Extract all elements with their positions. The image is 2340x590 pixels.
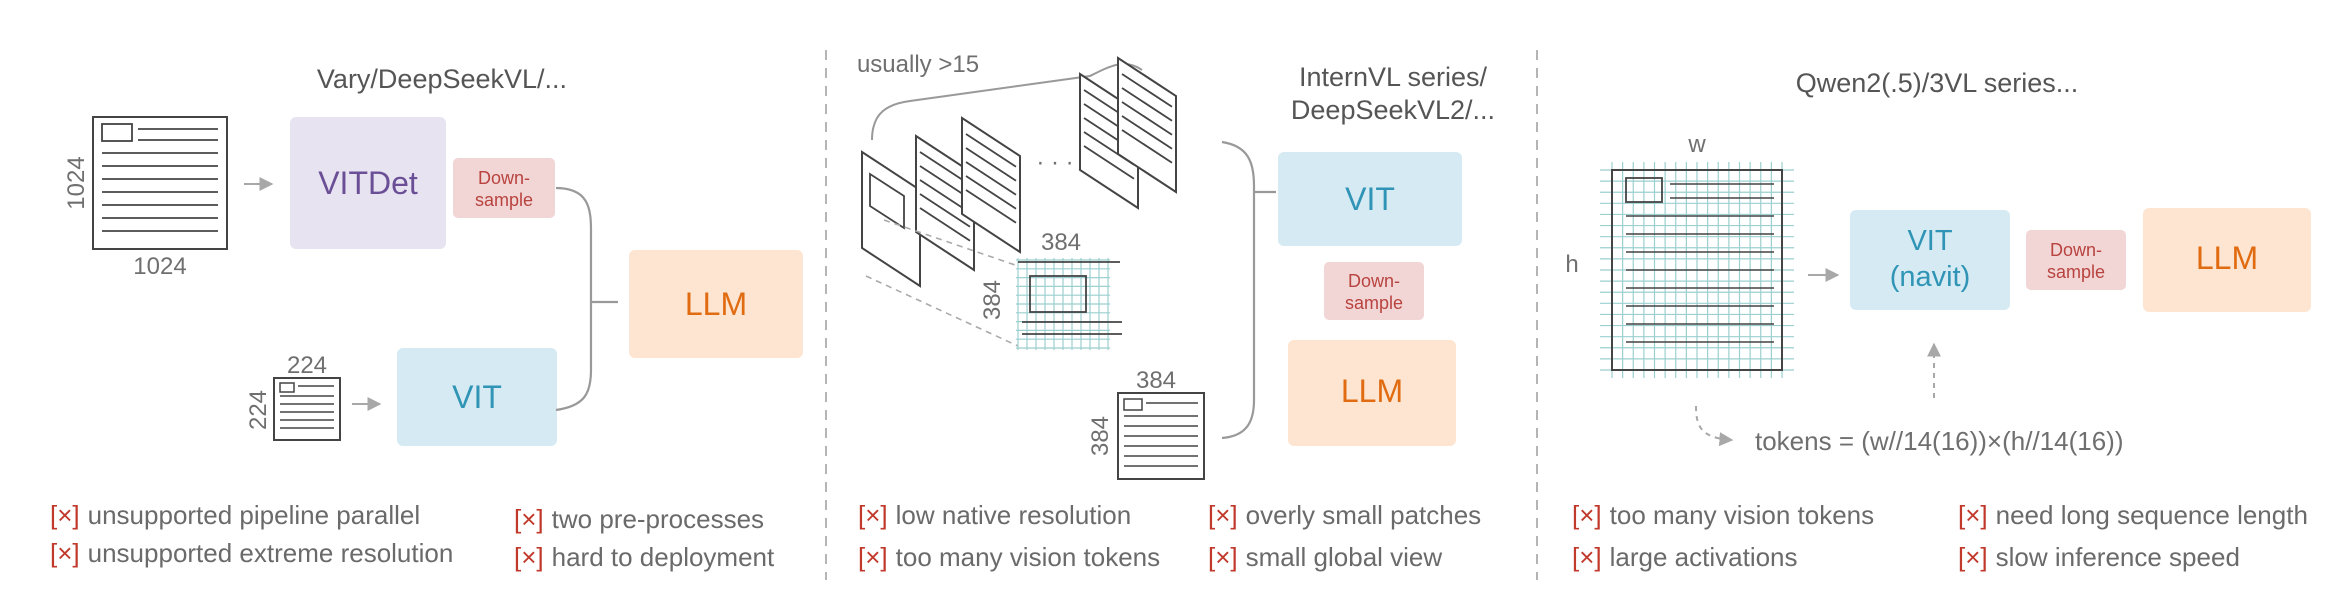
grid-height-label: h [1565, 251, 1578, 278]
issue-p2-l2: [×]too many vision tokens [858, 542, 1160, 572]
vit-navit-label-b: (navit) [1890, 261, 1971, 293]
tile-text-line [1083, 145, 1135, 180]
tile-text-line [965, 189, 1017, 224]
zoomed-tile-grid [1016, 258, 1122, 350]
doc-width-label-2: 384 [1136, 367, 1176, 394]
merge-brace-2 [1221, 140, 1256, 440]
tiles-ellipsis: · · · [1036, 149, 1073, 176]
vitdet-box [290, 117, 446, 249]
tokens-formula: tokens = (w//14(16))×(h//14(16)) [1755, 426, 2124, 456]
downsample-label-2b: sample [1345, 293, 1403, 313]
vit-navit-label-a: VIT [1907, 225, 1952, 257]
issue-p3-l1: [×]too many vision tokens [1572, 500, 1874, 530]
issue-p2-r1: [×]overly small patches [1208, 500, 1481, 530]
doc-large-height-label: 1024 [63, 156, 90, 209]
downsample-label-3b: sample [2047, 262, 2105, 282]
tile-text-line [965, 147, 1017, 182]
tile-3 [961, 116, 1021, 254]
llm-label-3: LLM [2196, 240, 2258, 276]
llm-label-2: LLM [1341, 373, 1403, 409]
vitdet-label: VITDet [318, 165, 418, 201]
tile-outline [1117, 56, 1177, 194]
vit-label-1: VIT [452, 379, 502, 415]
navit-doc-outline [1611, 169, 1783, 371]
tile-text-line [965, 161, 1017, 196]
panel-qwen-series: Qwen2(.5)/3VL series... w h VIT (navit) … [1565, 68, 2311, 572]
issue-p1-l2: [×]unsupported extreme resolution [50, 538, 453, 568]
doc-small-width-label: 224 [287, 352, 327, 379]
vit-navit-box [1850, 210, 2010, 310]
vit-box-2 [1278, 152, 1462, 246]
downsample-label-3a: Down- [2050, 240, 2102, 260]
tile-text-line [1121, 73, 1173, 108]
doc-small-height-label: 224 [245, 390, 272, 430]
llm-box-2 [1288, 340, 1456, 446]
tile-width-label: 384 [1041, 229, 1081, 256]
downsample-box-1 [453, 158, 555, 218]
tile-1 [861, 150, 921, 288]
zoom-image-block [1029, 275, 1087, 313]
panel3-title: Qwen2(.5)/3VL series... [1796, 68, 2079, 98]
doc-large-width-label: 1024 [133, 253, 186, 280]
vit-box-1 [397, 348, 557, 446]
document-small-icon [273, 377, 341, 441]
issue-p2-l1: [×]low native resolution [858, 500, 1131, 530]
downsample-box-3 [2026, 230, 2126, 290]
tile-text-line [919, 207, 971, 242]
global-view-document-icon [1117, 392, 1205, 480]
tile-image-block [869, 172, 905, 230]
tile-height-label: 384 [979, 280, 1006, 320]
panel-vary-deepseekvl: Vary/DeepSeekVL/... 1024 1024 VITDet Dow… [50, 64, 803, 572]
issue-p3-l2: [×]large activations [1572, 542, 1798, 572]
panel2-title-line2: DeepSeekVL2/... [1291, 95, 1495, 125]
tile-text-line [1121, 115, 1173, 150]
issue-p3-r2: [×]slow inference speed [1958, 542, 2240, 572]
vit-label-2: VIT [1345, 181, 1395, 217]
downsample-box-2 [1324, 262, 1424, 320]
tiles-note-label: usually >15 [857, 51, 979, 78]
tile-text-line [965, 133, 1017, 168]
projection-line-a [883, 219, 1019, 267]
doc-height-label-2: 384 [1087, 416, 1114, 456]
tile-text-line [919, 193, 971, 228]
llm-label-1: LLM [685, 286, 747, 322]
tile-stack [861, 56, 1177, 288]
grid-width-label: w [1687, 131, 1706, 158]
issue-p1-l1: [×]unsupported pipeline parallel [50, 500, 420, 530]
downsample-label-2a: Down- [1348, 271, 1400, 291]
downsample-label-1a: Down- [478, 168, 530, 188]
merge-brace-1 [555, 186, 593, 412]
panel-internvl-deepseekvl2: usually >15 · · · 384 384 384 384 In [857, 51, 1495, 572]
llm-box-1 [629, 250, 803, 358]
panel1-title: Vary/DeepSeekVL/... [317, 64, 567, 94]
panel2-title-line1: InternVL series/ [1299, 62, 1488, 92]
issue-p1-r2: [×]hard to deployment [514, 542, 775, 572]
navit-image-block [1625, 177, 1663, 203]
issue-p3-r1: [×]need long sequence length [1958, 500, 2308, 530]
native-resolution-document-grid [1600, 162, 1794, 378]
llm-box-3 [2143, 208, 2311, 312]
document-large-icon [92, 116, 228, 250]
downsample-label-1b: sample [475, 190, 533, 210]
tile-text-line [1121, 87, 1173, 122]
tile-text-line [965, 175, 1017, 210]
tile-outline [961, 116, 1021, 254]
tile-5 [1117, 56, 1177, 194]
tile-text-line [1121, 101, 1173, 136]
issue-p2-r2: [×]small global view [1208, 542, 1442, 572]
issue-p1-r1: [×]two pre-processes [514, 504, 764, 534]
projection-line-b [865, 275, 1019, 347]
tile-text-line [1121, 129, 1173, 164]
token-curved-arrow [1695, 405, 1734, 447]
